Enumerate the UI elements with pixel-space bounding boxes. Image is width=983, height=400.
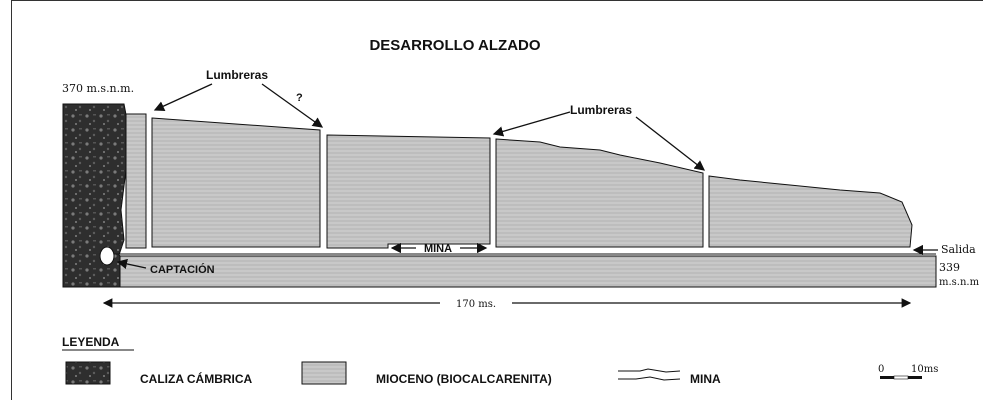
figure-frame [11, 0, 983, 400]
captacion-hole [99, 246, 115, 266]
lumbreras-arrow-3 [492, 111, 571, 137]
legend-swatch-mioceno [301, 361, 347, 385]
legend-label-mina: MINA [690, 372, 721, 386]
legend-swatch-mina-2 [618, 376, 681, 381]
lumbreras-arrow-1 [153, 83, 213, 111]
mioceno-block-2 [326, 134, 491, 249]
diagram-title: DESARROLLO ALZADO [369, 37, 540, 54]
legend-label-mioceno: MIOCENO (BIOCALCARENITA) [376, 372, 552, 386]
length-label: 170 ms. [456, 299, 496, 310]
mioceno-block-1 [151, 117, 321, 248]
legend-heading: LEYENDA [62, 335, 120, 349]
scale-zero: 0 [878, 364, 884, 375]
scale-bar [880, 375, 922, 380]
legend-label-caliza: CALIZA CÁMBRICA [140, 371, 253, 386]
elevation-bottom-value: 339 [939, 261, 960, 274]
scale-ten: 10ms [911, 364, 938, 375]
lumbreras-arrow-2 [261, 83, 324, 128]
mioceno-block-3 [495, 138, 704, 248]
lumbreras-label-left: Lumbreras [206, 68, 268, 82]
captacion-label: CAPTACIÓN [150, 263, 215, 276]
mioceno-base [119, 255, 937, 288]
legend-swatch-caliza [65, 361, 111, 385]
mioceno-strip [125, 113, 147, 249]
mina-label: MINA [424, 243, 452, 255]
salida-label: Salida [941, 243, 976, 256]
elevation-bottom-unit: m.s.n.m [939, 277, 980, 288]
captacion-arrow [116, 258, 147, 269]
lumbreras-label-right: Lumbreras [570, 103, 632, 117]
legend-swatch-mina [618, 368, 681, 373]
lumbreras-arrow-4 [635, 116, 706, 171]
question-mark: ? [296, 92, 303, 104]
mioceno-block-4 [708, 175, 913, 248]
elevation-top-label: 370 m.s.n.m. [62, 82, 134, 95]
